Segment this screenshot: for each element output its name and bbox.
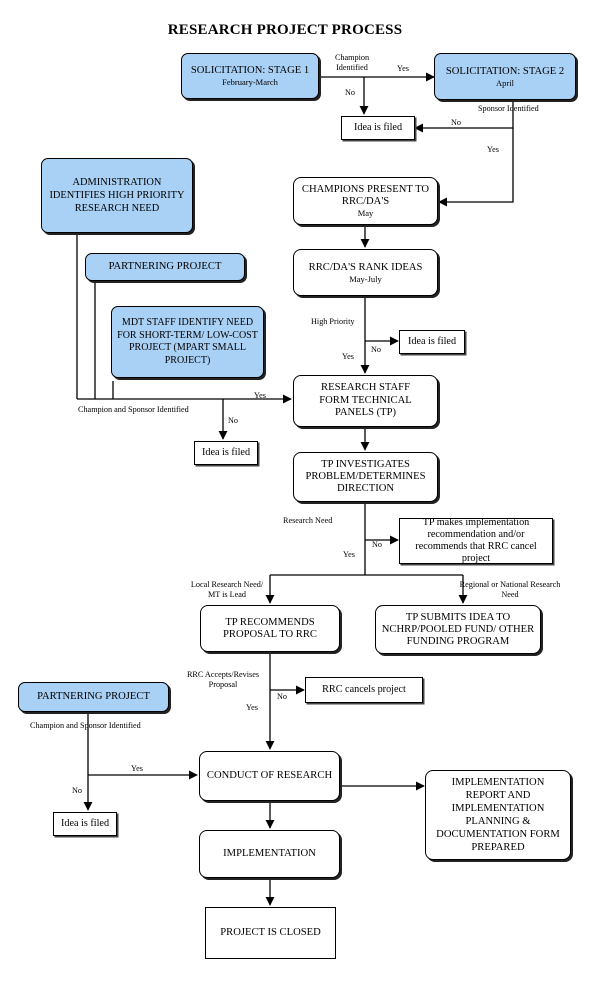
node-tp-form: RESEARCH STAFF FORM TECHNICAL PANELS (TP… <box>293 375 438 427</box>
node-partnering-project-2: PARTNERING PROJECT <box>18 682 169 712</box>
node-title: RRC/DA's RANK IDEAS <box>308 261 423 273</box>
label-yes: Yes <box>246 703 258 712</box>
node-conduct-of-research: CONDUCT OF RESEARCH <box>199 751 340 801</box>
node-tp-recommends-proposal: TP RECOMMENDS PROPOSAL TO RRC <box>200 605 340 652</box>
label-sponsor-identified: Sponsor Identified <box>478 104 539 113</box>
label-yes: Yes <box>254 391 266 400</box>
label-no: No <box>228 416 239 425</box>
node-sub: May-July <box>349 273 382 284</box>
label-no: No <box>345 88 356 97</box>
label-yes: Yes <box>342 352 354 361</box>
label-rrc-accepts: RRC Accepts/Revises Proposal <box>186 670 260 689</box>
label-no: No <box>451 118 462 127</box>
label-yes: Yes <box>487 145 499 154</box>
label-no: No <box>372 540 383 549</box>
node-rrc-cancels: RRC cancels project <box>305 677 423 703</box>
node-project-closed: PROJECT IS CLOSED <box>205 907 336 959</box>
node-tp-implementation-recommendation: TP makes implementation recommendation a… <box>399 517 553 564</box>
page-title: RESEARCH PROJECT PROCESS <box>167 22 403 38</box>
label-regional-research-need: Regional or National Research Need <box>459 580 561 599</box>
label-yes: Yes <box>343 550 355 559</box>
label-no: No <box>277 692 288 701</box>
label-high-priority: High Priority <box>311 317 355 326</box>
node-tp-submits-idea: TP SUBMITS IDEA TO NCHRP/POOLED FUND/ OT… <box>375 605 541 654</box>
node-rank-ideas: RRC/DA's RANK IDEAS May-July <box>293 249 438 296</box>
label-no: No <box>371 345 382 354</box>
label-champion-identified: Champion Identified <box>334 53 370 72</box>
node-title: CHAMPIONS PRESENT TO RRC/DA's <box>301 184 430 207</box>
label-yes: Yes <box>397 64 409 73</box>
node-idea-filed-mid: Idea is filed <box>399 330 465 354</box>
label-yes: Yes <box>131 764 143 773</box>
label-champion-sponsor-identified: Champion and Sponsor Identified <box>30 721 141 730</box>
node-implementation-report: IMPLEMENTATION REPORT AND IMPLEMENTATION… <box>425 770 571 860</box>
node-implementation: IMPLEMENTATION <box>199 830 340 878</box>
node-idea-filed-left: Idea is filed <box>194 441 258 465</box>
node-solicitation-stage1: SOLICITATION: Stage 1 February-March <box>181 53 319 99</box>
node-idea-filed-top: Idea is filed <box>341 116 415 140</box>
node-solicitation-stage2: SOLICITATION: Stage 2 April <box>434 53 576 100</box>
node-sub: May <box>357 208 374 218</box>
node-tp-investigates: TP INVESTIGATES PROBLEM/DETERMINES DIREC… <box>293 452 438 502</box>
label-local-research-need: Local Research Need/ MT is Lead <box>190 580 264 599</box>
node-mdt-staff: MDT STAFF IDENTIFY NEED FOR SHORT-TERM/ … <box>111 306 264 378</box>
arrow-stage2-yes <box>438 128 514 207</box>
node-title: SOLICITATION: Stage 1 <box>190 65 310 76</box>
node-champions-present: CHAMPIONS PRESENT TO RRC/DA's May <box>293 177 438 225</box>
label-no: No <box>72 786 83 795</box>
node-sub: April <box>496 77 514 88</box>
label-champion-sponsor-identified: Champion and Sponsor Identified <box>78 405 189 414</box>
label-research-need: Research Need <box>283 516 333 525</box>
node-partnering-project-1: PARTNERING PROJECT <box>85 253 245 281</box>
node-idea-filed-bottom: Idea is filed <box>53 812 117 836</box>
node-administration-need: ADMINISTRATION IDENTIFIES HIGH PRIORITY … <box>41 158 193 233</box>
node-title: SOLICITATION: Stage 2 <box>445 65 565 77</box>
node-sub: February-March <box>222 77 278 87</box>
